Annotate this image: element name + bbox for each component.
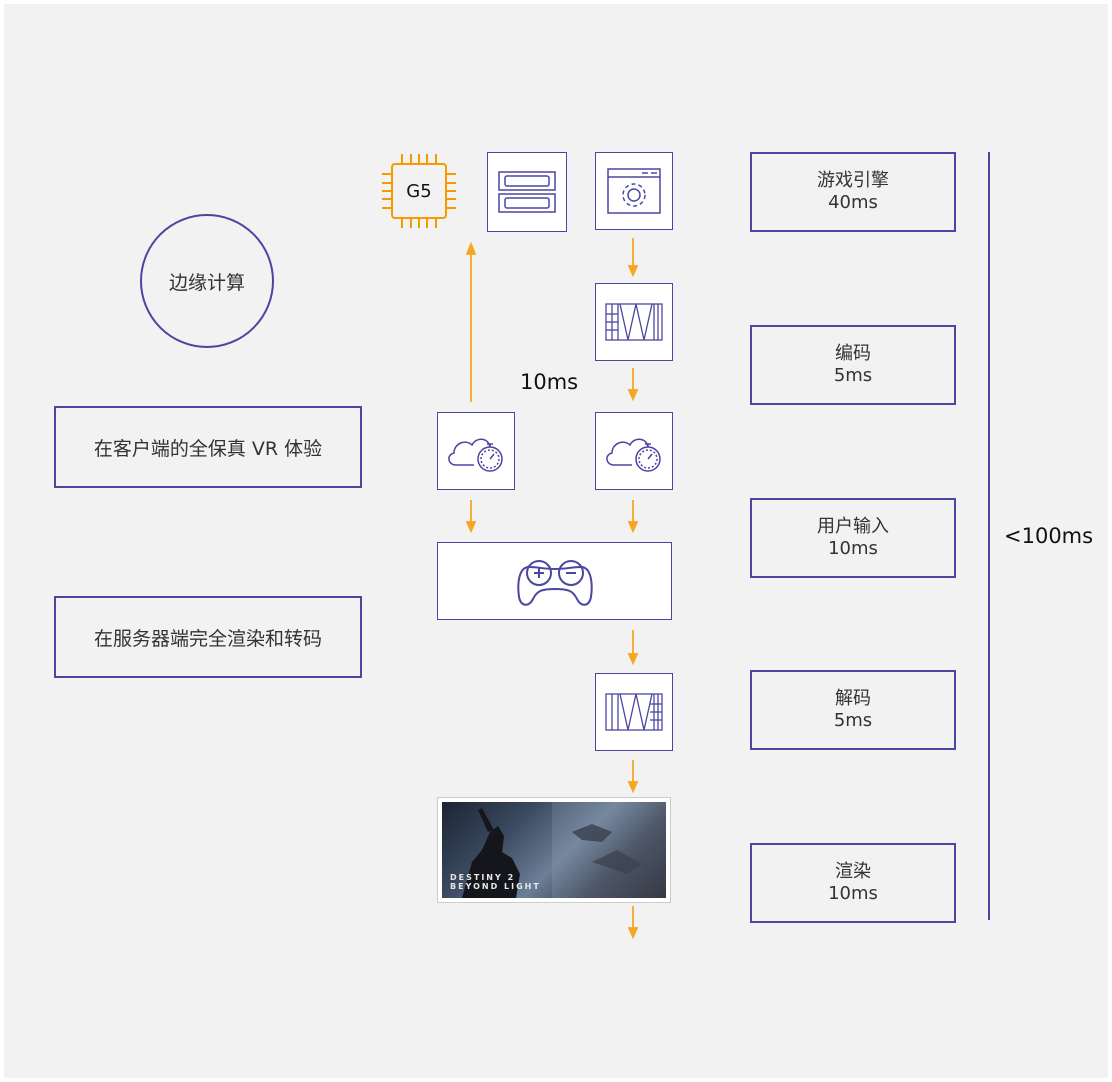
gpu-chip-label: G5 bbox=[406, 180, 432, 202]
roundtrip-latency-label: 10ms bbox=[520, 370, 579, 394]
game-screenshot: DESTINY 2 BEYOND LIGHT bbox=[438, 798, 670, 902]
client-experience-label: 在客户端的全保真 VR 体验 bbox=[93, 437, 323, 460]
stage-name: 编码 bbox=[835, 342, 871, 364]
server-rendering-label: 在服务器端完全渲染和转码 bbox=[93, 627, 322, 650]
gamepad-icon-box bbox=[437, 542, 672, 620]
settings-window-icon bbox=[607, 168, 661, 214]
stage-encode: 编码 5ms bbox=[750, 325, 956, 405]
game-title: DESTINY 2 BEYOND LIGHT bbox=[450, 873, 541, 892]
total-latency-bracket bbox=[988, 152, 990, 920]
stage-render: 渲染 10ms bbox=[750, 843, 956, 923]
stage-name: 解码 bbox=[835, 687, 871, 709]
stage-name: 游戏引擎 bbox=[817, 169, 889, 191]
stage-time: 5ms bbox=[833, 710, 873, 731]
game-title-line-1: DESTINY 2 bbox=[450, 872, 516, 882]
game-title-line-2: BEYOND LIGHT bbox=[450, 882, 541, 892]
stage-user-input: 用户输入 10ms bbox=[750, 498, 956, 578]
stage-time: 40ms bbox=[828, 192, 878, 213]
edge-computing-label: 边缘计算 bbox=[168, 271, 245, 294]
server-icon bbox=[498, 171, 556, 213]
settings-window-icon-box bbox=[595, 152, 673, 230]
decoder-icon-box bbox=[595, 673, 673, 751]
edge-computing-circle: 边缘计算 bbox=[140, 214, 274, 348]
stage-name: 渲染 bbox=[835, 860, 871, 882]
cloud-timer-icon bbox=[448, 438, 503, 472]
stage-game-engine: 游戏引擎 40ms bbox=[750, 152, 956, 232]
cloud-timer-icon-box-right bbox=[595, 412, 673, 490]
stage-decode: 解码 5ms bbox=[750, 670, 956, 750]
cloud-timer-icon-box-left bbox=[437, 412, 515, 490]
stage-time: 10ms bbox=[828, 883, 878, 904]
gamepad-icon bbox=[516, 560, 593, 606]
client-experience-box: 在客户端的全保真 VR 体验 bbox=[54, 406, 362, 488]
total-latency-label: <100ms bbox=[1004, 524, 1094, 548]
stage-time: 5ms bbox=[833, 365, 873, 386]
server-rendering-box: 在服务器端完全渲染和转码 bbox=[54, 596, 362, 678]
cloud-timer-icon bbox=[606, 438, 661, 472]
server-icon-box bbox=[487, 152, 567, 232]
encoder-icon-box bbox=[595, 283, 673, 361]
gpu-chip-icon: G5 bbox=[378, 150, 460, 232]
stage-time: 10ms bbox=[828, 538, 878, 559]
stage-name: 用户输入 bbox=[817, 515, 889, 537]
encoder-icon bbox=[605, 303, 663, 341]
decoder-icon bbox=[605, 693, 663, 731]
